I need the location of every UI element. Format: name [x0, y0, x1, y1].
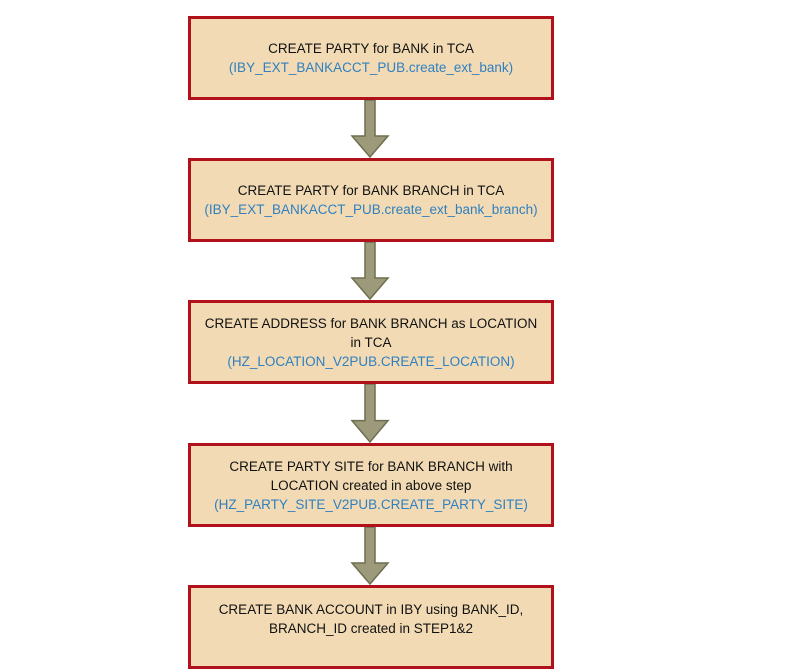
- step-5-title: CREATE BANK ACCOUNT in IBY using BANK_ID…: [218, 602, 524, 636]
- step-4-api: (HZ_PARTY_SITE_V2PUB.CREATE_PARTY_SITE): [214, 496, 528, 512]
- down-arrow-icon: [350, 527, 390, 585]
- step-3-api: (HZ_LOCATION_V2PUB.CREATE_LOCATION): [227, 353, 515, 369]
- step-3-title: CREATE ADDRESS for BANK BRANCH as LOCATI…: [204, 315, 538, 350]
- step-4-box: CREATE PARTY SITE for BANK BRANCH with L…: [188, 443, 554, 527]
- step-1-api: (IBY_EXT_BANKACCT_PUB.create_ext_bank): [228, 60, 514, 75]
- step-5-box: CREATE BANK ACCOUNT in IBY using BANK_ID…: [188, 585, 554, 669]
- down-arrow-icon: [350, 242, 390, 300]
- step-2-title: CREATE PARTY for BANK BRANCH in TCA: [237, 183, 505, 198]
- step-2-box: CREATE PARTY for BANK BRANCH in TCA (IBY…: [188, 158, 554, 242]
- step-1-title: CREATE PARTY for BANK in TCA: [268, 41, 474, 56]
- step-1-box: CREATE PARTY for BANK in TCA (IBY_EXT_BA…: [188, 16, 554, 100]
- step-2-api: (IBY_EXT_BANKACCT_PUB.create_ext_bank_br…: [204, 202, 538, 217]
- down-arrow-icon: [350, 384, 390, 443]
- step-4-title: CREATE PARTY SITE for BANK BRANCH with L…: [229, 458, 513, 493]
- step-3-box: CREATE ADDRESS for BANK BRANCH as LOCATI…: [188, 300, 554, 384]
- down-arrow-icon: [350, 100, 390, 158]
